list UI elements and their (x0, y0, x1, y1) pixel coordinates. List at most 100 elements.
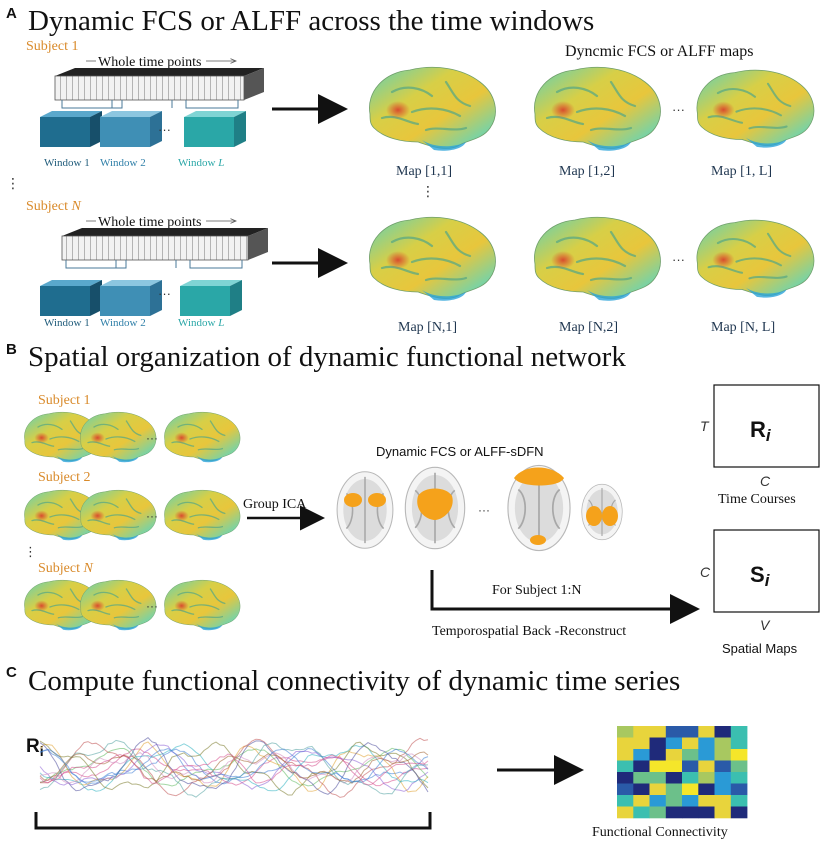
timebar-side (248, 228, 268, 260)
time-series-line (39, 748, 429, 787)
window-l-prefix: Window (178, 157, 218, 169)
fc-matrix (617, 726, 748, 819)
r-col-label: C (760, 473, 771, 489)
back-reconstruct-arrow (430, 570, 700, 624)
fc-cell (633, 726, 650, 738)
window-ellipsis: ··· (158, 122, 171, 137)
maps-ellipsis: ··· (672, 252, 685, 267)
fc-cell (649, 749, 667, 761)
window-brackets (65, 260, 243, 269)
series-r: R (26, 736, 40, 757)
window-l-top (184, 111, 246, 117)
brain-map-1-1 (368, 66, 497, 152)
fc-cell (617, 749, 634, 761)
fc-cell (649, 737, 667, 750)
maps-vertical-dots: ⋮ (421, 183, 435, 199)
fc-cell (665, 783, 683, 796)
maps-ellipsis: ··· (672, 102, 685, 117)
fc-cell (649, 783, 667, 796)
fc-cell (633, 772, 650, 784)
fc-cell (714, 760, 732, 773)
window-2-top (100, 111, 162, 117)
time-courses-label: Time Courses (718, 492, 796, 507)
brain-thumb (163, 411, 241, 463)
activation-blob (344, 493, 362, 507)
fc-cell (665, 772, 683, 784)
fc-cell (698, 737, 715, 750)
fc-cell (730, 726, 748, 738)
window-l-side (234, 111, 246, 147)
dynamic-time-series-plot (39, 736, 429, 798)
window-1-label: Window 1 (44, 157, 90, 169)
subject-n-windows-diagram: Subject N Whole time points ··· Window 1… (26, 199, 268, 329)
fc-cell (698, 783, 715, 796)
back-reconstruct-label: Temporospatial Back -Reconstruct (432, 624, 626, 639)
s-matrix-box (713, 529, 820, 613)
time-series-line (39, 747, 429, 787)
fc-cell (649, 806, 667, 819)
fc-cell (665, 726, 683, 738)
timebar-side (244, 68, 264, 100)
brain-thumb (79, 489, 157, 541)
whole-time-points-label: Whole time points (98, 55, 201, 70)
fc-cell (714, 795, 732, 807)
fc-cell (682, 760, 699, 773)
fc-cell (649, 772, 667, 784)
fc-cell (714, 772, 732, 784)
group-ica-label: Group ICA (243, 497, 307, 512)
time-series-line (39, 753, 429, 786)
map-label-n-l: Map [N, L] (711, 320, 775, 335)
window-2-block (100, 286, 150, 316)
fc-cell (682, 783, 699, 796)
maps-title: Dyncmic FCS or ALFF maps (565, 43, 753, 60)
fc-cell (682, 806, 699, 819)
subject-1-label: Subject 1 (26, 39, 79, 54)
activation-blob (602, 506, 618, 526)
subjects-vertical-dots-b: ⋮ (24, 544, 37, 559)
window-1-block (40, 117, 90, 147)
timebar-top (55, 68, 264, 76)
brain-thumb (163, 489, 241, 541)
window-2-label: Window 2 (100, 317, 146, 329)
for-subject-label: For Subject 1:N (492, 583, 581, 598)
window-1-label: Window 1 (44, 317, 90, 329)
brain-thumb (163, 579, 241, 631)
time-series-line (39, 748, 429, 784)
panel-a-letter: A (6, 5, 17, 22)
fc-cell (633, 806, 650, 819)
activation-blob (586, 506, 602, 526)
window-l-label: Window L (178, 317, 224, 329)
window-1-block (40, 286, 90, 316)
window-l-side (230, 280, 242, 316)
map-label-1-2: Map [1,2] (559, 164, 615, 179)
panel-c-title: Compute functional connectivity of dynam… (28, 665, 680, 697)
s-symbol: S (750, 562, 765, 587)
r-subscript: i (766, 426, 772, 445)
brain-thumb (79, 411, 157, 463)
activation-blob (368, 493, 386, 507)
panel-b-title: Spatial organization of dynamic function… (28, 341, 626, 373)
window-brackets (61, 100, 239, 109)
fc-cell (633, 737, 650, 750)
time-series-line (39, 736, 429, 795)
map-label-n-2: Map [N,2] (559, 320, 618, 335)
window-ellipsis: ··· (158, 286, 171, 301)
thumb-ellipsis: ··· (146, 431, 158, 445)
subject-1-windows-diagram: Subject 1 Whole time points ··· Window 1… (26, 39, 264, 169)
fc-cell (617, 760, 634, 773)
subject-2-label-b: Subject 2 (38, 470, 91, 485)
map-label-1-l: Map [1, L] (711, 164, 772, 179)
s-matrix-symbol: Si (750, 562, 771, 590)
fc-cell (714, 749, 732, 761)
s-row-label: C (700, 564, 711, 580)
fc-cell (682, 772, 699, 784)
thumb-ellipsis: ··· (146, 509, 158, 523)
r-symbol: R (750, 417, 766, 442)
subject-n-prefix: Subject (26, 199, 72, 214)
slices-ellipsis: ··· (478, 503, 490, 517)
fc-cell (617, 806, 634, 819)
ica-component-slices: ··· (336, 464, 623, 552)
panel-b-letter: B (6, 341, 17, 358)
thumb-ellipsis: ··· (146, 599, 158, 613)
